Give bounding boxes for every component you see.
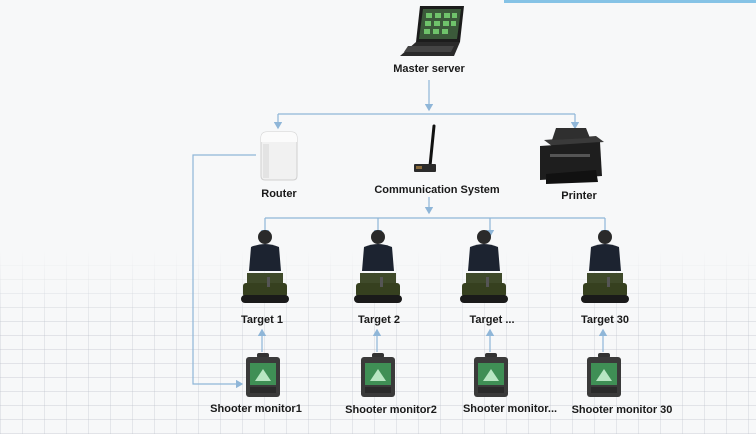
target-3 <box>456 225 512 314</box>
target-30 <box>577 225 633 314</box>
shooter-monitor-1 <box>244 353 282 404</box>
router-to-monitor1-line <box>192 154 256 389</box>
shooter-monitor-case-icon <box>587 353 621 397</box>
antenna-icon <box>414 124 436 172</box>
target-30-label: Target 30 <box>580 314 630 326</box>
master-server <box>398 2 468 65</box>
printer-label: Printer <box>561 190 597 202</box>
communication-system-label: Communication System <box>374 184 500 196</box>
laptop-icon <box>400 6 464 56</box>
soldier-target-robot-icon <box>581 230 629 303</box>
shooter-monitor-2 <box>359 353 397 404</box>
shooter-monitor-3 <box>472 353 510 404</box>
shooter-monitor-1-label: Shooter monitor1 <box>210 403 302 415</box>
router-icon <box>260 131 298 181</box>
target-1-label: Target 1 <box>241 314 283 326</box>
target-3-label: Target ... <box>469 314 515 326</box>
soldier-target-robot-icon <box>354 230 402 303</box>
printer-icon <box>540 128 604 184</box>
shooter-monitor-case-icon <box>474 353 508 397</box>
shooter-monitor-case-icon <box>361 353 395 397</box>
target-2 <box>350 225 406 314</box>
shooter-monitor-30 <box>585 353 623 404</box>
soldier-target-robot-icon <box>241 230 289 303</box>
shooter-monitor-30-label: Shooter monitor 30 <box>571 404 673 416</box>
soldier-target-robot-icon <box>460 230 508 303</box>
target-1 <box>237 225 293 314</box>
router <box>255 130 303 187</box>
shooter-monitor-2-label: Shooter monitor2 <box>345 404 437 416</box>
master-server-label: Master server <box>393 63 465 75</box>
target-2-label: Target 2 <box>358 314 400 326</box>
shooter-monitor-3-label: Shooter monitor... <box>462 403 558 415</box>
printer <box>536 128 608 191</box>
communication-system <box>408 122 448 183</box>
router-label: Router <box>261 188 297 200</box>
shooter-monitor-case-icon <box>246 353 280 397</box>
accent-bar <box>504 0 756 3</box>
